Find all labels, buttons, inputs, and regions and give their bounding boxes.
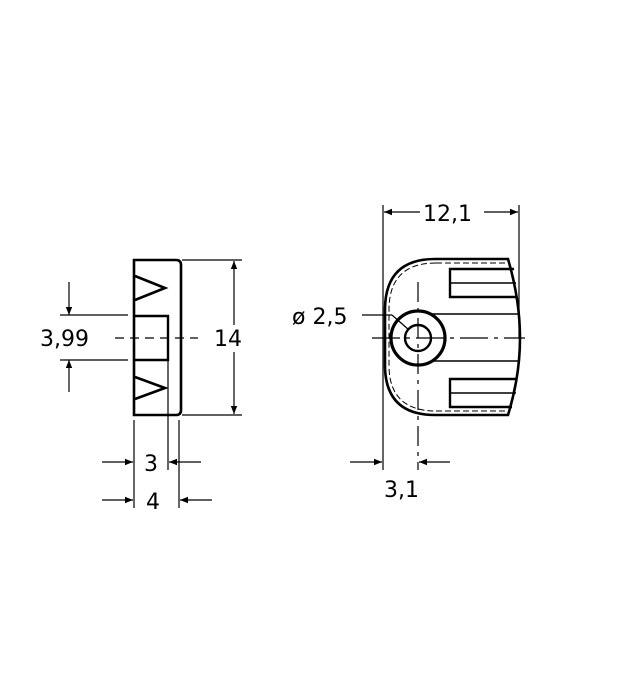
side-view: 3,99 14 3 4 (40, 258, 242, 515)
lower-v-notch (134, 375, 169, 401)
upper-v-notch (134, 274, 169, 302)
dim-height: 14 (214, 327, 242, 352)
dim-width: 12,1 (423, 202, 472, 227)
dim-slot-height: 3,99 (40, 327, 89, 352)
dim-hole-diameter: ø 2,5 (292, 305, 347, 330)
dim-hole-offset: 3,1 (384, 478, 419, 503)
dim-inner-depth: 3 (144, 452, 158, 477)
side-body-outline (132, 258, 183, 417)
dim-total-depth: 4 (146, 490, 160, 515)
front-view: ø 2,5 12,1 3,1 (292, 202, 525, 503)
